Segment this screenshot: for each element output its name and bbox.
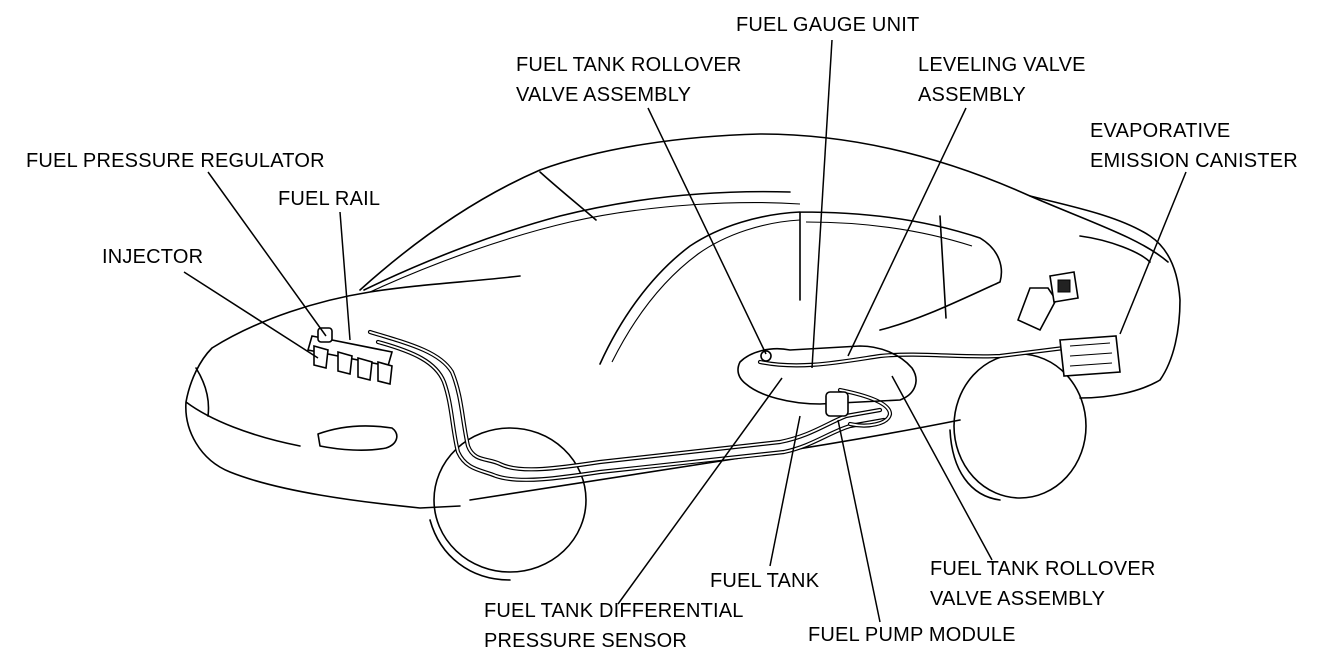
label-line: FUEL TANK DIFFERENTIAL <box>484 600 744 622</box>
label-line: FUEL GAUGE UNIT <box>736 14 920 36</box>
leader-injector <box>183 271 319 359</box>
car-body-outline <box>185 275 521 509</box>
filler-neck <box>1016 271 1079 332</box>
label-line: ASSEMBLY <box>918 84 1026 106</box>
fuel-rail-assembly <box>306 327 394 385</box>
injector-set <box>313 344 393 385</box>
fuel-tank <box>737 345 917 405</box>
label-fuel-rail: FUEL RAIL <box>278 184 380 214</box>
leader-leveling-valve <box>847 107 967 357</box>
label-rollover-valve-top: FUEL TANK ROLLOVER VALVE ASSEMBLY <box>516 50 742 110</box>
label-evap-canister: EVAPORATIVE EMISSION CANISTER <box>1090 116 1298 176</box>
label-fuel-pump-module: FUEL PUMP MODULE <box>808 620 1016 650</box>
side-window-outline <box>599 211 1003 365</box>
label-line: LEVELING VALVE <box>918 54 1086 76</box>
label-line: INJECTOR <box>102 246 204 268</box>
front-wheel <box>429 427 587 581</box>
leader-fuel-gauge-unit <box>811 39 833 369</box>
label-fuel-pressure-regulator: FUEL PRESSURE REGULATOR <box>26 146 325 176</box>
headlamp-outline <box>317 425 398 451</box>
leader-fuel-pressure-regulator <box>207 171 327 337</box>
evap-canister <box>1059 335 1121 377</box>
label-line: FUEL TANK ROLLOVER <box>516 54 742 76</box>
leader-differential-sensor <box>617 377 783 605</box>
label-fuel-tank: FUEL TANK <box>710 566 819 596</box>
leader-lines <box>183 39 1187 623</box>
label-line: EMISSION CANISTER <box>1090 150 1298 172</box>
rear-deck-outline <box>1029 195 1181 399</box>
label-injector: INJECTOR <box>102 242 203 272</box>
label-line: VALVE ASSEMBLY <box>930 588 1106 610</box>
label-fuel-gauge-unit: FUEL GAUGE UNIT <box>736 10 919 40</box>
label-rollover-valve-bottom: FUEL TANK ROLLOVER VALVE ASSEMBLY <box>930 554 1156 614</box>
fuel-pump-module <box>825 391 849 417</box>
label-line: VALVE ASSEMBLY <box>516 84 692 106</box>
label-line: FUEL PUMP MODULE <box>808 624 1016 646</box>
fuel-lines <box>367 329 1083 482</box>
label-line: FUEL TANK <box>710 570 820 592</box>
leader-evap-canister <box>1119 171 1187 335</box>
front-lamp-outline <box>195 367 210 417</box>
side-window-inner <box>611 219 973 363</box>
car-roof-outline <box>359 133 1169 291</box>
windshield-outline <box>363 171 791 291</box>
leader-fuel-tank <box>769 415 801 567</box>
label-line: FUEL PRESSURE REGULATOR <box>26 150 325 172</box>
label-line: EVAPORATIVE <box>1090 120 1231 142</box>
leader-rollover-valve-bottom <box>891 375 993 561</box>
label-line: PRESSURE SENSOR <box>484 630 688 652</box>
label-differential-sensor: FUEL TANK DIFFERENTIAL PRESSURE SENSOR <box>484 596 744 656</box>
label-leveling-valve: LEVELING VALVE ASSEMBLY <box>918 50 1086 110</box>
leader-fuel-pump-module <box>837 419 881 623</box>
label-line: FUEL TANK ROLLOVER <box>930 558 1156 580</box>
windshield-inner <box>369 202 801 293</box>
label-line: FUEL RAIL <box>278 188 381 210</box>
leader-fuel-rail <box>339 211 351 341</box>
leader-rollover-valve-top <box>647 107 767 355</box>
